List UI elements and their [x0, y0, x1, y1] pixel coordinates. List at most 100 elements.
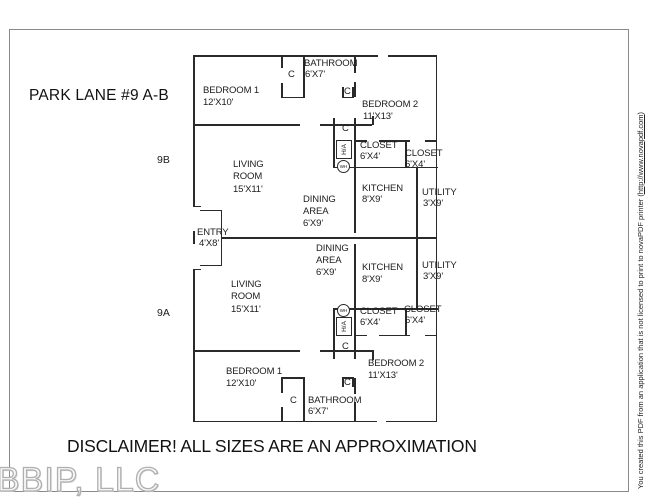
room-label-dining-b-1: DINING	[303, 194, 336, 205]
wall-segment	[193, 231, 195, 244]
wall-segment	[354, 55, 356, 73]
room-label-living-a-2: ROOM	[231, 291, 261, 302]
wall-segment	[303, 377, 305, 422]
wall-segment	[281, 83, 283, 97]
wall-segment	[405, 140, 407, 167]
closet-marker2-b: C	[342, 123, 349, 134]
room-label-dining-a-2: AREA	[316, 255, 342, 266]
wall-segment	[405, 308, 407, 335]
room-label-living-b-1: LIVING	[233, 159, 264, 170]
wall-segment	[193, 268, 201, 270]
wall-segment	[193, 205, 201, 207]
wall-segment	[354, 118, 356, 233]
wall-segment	[354, 244, 356, 359]
wall-segment	[425, 334, 437, 336]
wall-segment	[354, 334, 367, 336]
water-heater-b: WH	[337, 160, 350, 173]
room-label-kitchen-a: KITCHEN	[362, 262, 403, 273]
wall-segment	[372, 116, 374, 125]
room-size-utility-a: 3'X9'	[423, 271, 444, 282]
page-title: PARK LANE #9 A-B	[29, 87, 169, 104]
wall-segment	[220, 209, 222, 266]
closet-marker-b: C	[288, 69, 295, 80]
room-label-dining-a-1: DINING	[316, 243, 349, 254]
room-size-entry: 4'X8'	[199, 238, 220, 249]
water-heater-label-b: WH	[339, 164, 348, 169]
wall-segment	[333, 118, 335, 167]
room-size-closet1-a: 6'X4'	[360, 317, 381, 328]
wall-segment	[333, 166, 438, 168]
wall-segment	[435, 55, 437, 422]
wall-segment	[379, 334, 410, 336]
room-size-kitchen-b: 8'X9'	[362, 194, 383, 205]
water-heater-label-a: WH	[339, 308, 348, 313]
room-size-dining-a: 6'X9'	[316, 267, 337, 278]
wall-segment	[281, 55, 283, 68]
wall-segment	[200, 264, 222, 266]
room-label-utility-b: UTILITY	[422, 187, 457, 198]
wall-segment	[193, 124, 300, 126]
wall-segment	[193, 55, 195, 206]
novapdf-link[interactable]: http://www.novapdf.com	[636, 114, 645, 195]
wall-segment	[388, 55, 437, 57]
room-size-kitchen-a: 8'X9'	[362, 274, 383, 285]
unit-label-9a: 9A	[157, 307, 170, 319]
closet-marker2-a: C	[342, 341, 349, 352]
room-label-closet1-a: CLOSET	[360, 306, 398, 317]
wall-segment	[342, 377, 344, 387]
wall-segment	[354, 402, 356, 422]
room-size-bedroom2-a: 11'X13'	[368, 370, 398, 381]
closet-door-marker-a: C	[344, 377, 351, 388]
wall-segment	[320, 350, 372, 352]
room-size-utility-b: 3'X9'	[423, 198, 444, 209]
wall-segment	[352, 377, 354, 387]
wall-segment	[281, 378, 283, 393]
room-size-living-a: 15'X11'	[231, 304, 261, 315]
wall-segment	[281, 407, 283, 422]
closet-marker-a: C	[290, 395, 297, 406]
wall-segment	[342, 96, 354, 98]
room-label-bedroom2-b: BEDROOM 2	[362, 99, 419, 110]
wall-segment	[303, 55, 305, 98]
room-size-bathroom-b: 6'X7'	[305, 69, 326, 80]
wall-segment	[222, 237, 437, 239]
hvac-label-a: H/A	[340, 321, 348, 332]
room-size-bedroom1-b: 12'X10'	[203, 97, 234, 108]
room-size-living-b: 15'X11'	[233, 184, 263, 195]
room-label-closet2-b: CLOSET	[405, 148, 443, 159]
water-heater-a: WH	[337, 304, 350, 317]
wall-segment	[342, 87, 344, 97]
wall-segment	[416, 166, 418, 309]
room-label-closet1-b: CLOSET	[360, 140, 398, 151]
room-label-kitchen-b: KITCHEN	[362, 183, 403, 194]
printer-notice-suffix: )	[636, 112, 645, 115]
wall-segment	[193, 268, 195, 422]
room-label-closet2-a: CLOSET	[404, 304, 442, 315]
wall-segment	[193, 55, 378, 57]
wall-segment	[193, 420, 377, 422]
hvac-unit-a: H/A	[336, 317, 352, 336]
hvac-label-b: H/A	[340, 144, 348, 155]
wall-segment	[281, 377, 303, 379]
room-size-dining-b: 6'X9'	[303, 218, 324, 229]
printer-notice: You created this PDF from an application…	[636, 112, 645, 489]
room-label-dining-b-2: AREA	[303, 206, 329, 217]
wall-segment	[354, 140, 367, 142]
wall-segment	[193, 350, 300, 352]
unit-label-9b: 9B	[157, 154, 170, 166]
room-label-entry: ENTRY	[197, 227, 229, 238]
wall-segment	[333, 309, 335, 359]
room-label-bedroom2-a: BEDROOM 2	[368, 358, 425, 369]
printer-notice-text: You created this PDF from an application…	[636, 194, 645, 489]
wall-segment	[379, 140, 410, 142]
wall-segment	[386, 420, 437, 422]
closet-door-marker-b: C	[344, 86, 351, 97]
wall-segment	[425, 140, 437, 142]
room-size-closet2-a: 6'X4'	[405, 315, 426, 326]
room-label-living-a-1: LIVING	[231, 279, 262, 290]
watermark-text: BBIP, LLC	[0, 460, 161, 499]
wall-segment	[320, 124, 372, 126]
room-size-bedroom1-a: 12'X10'	[226, 378, 257, 389]
room-size-closet1-b: 6'X4'	[360, 151, 381, 162]
